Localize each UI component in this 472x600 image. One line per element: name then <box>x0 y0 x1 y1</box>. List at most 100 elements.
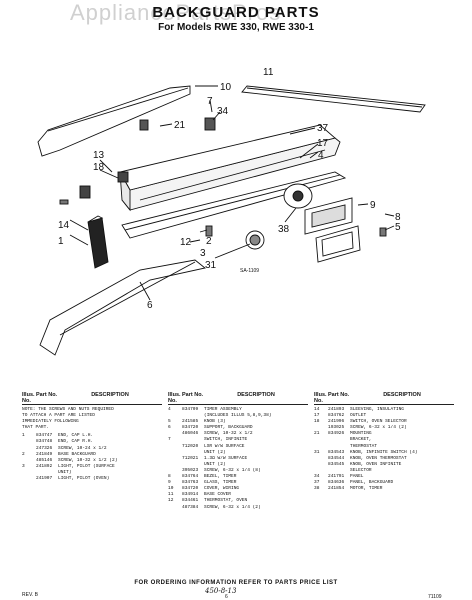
cell-part: 834762 <box>328 413 345 419</box>
cell-illus: 2 <box>22 451 25 457</box>
cell-description: KNOB, OVEN THERMOSTAT <box>350 455 407 461</box>
table-row: 834544 KNOB, OVEN THERMOSTAT <box>314 456 454 462</box>
cell-part: 241996 <box>328 419 345 425</box>
callout-34: 34 <box>217 106 229 117</box>
cell-description: SCREW, 10-32 x 1/2 (2) <box>58 457 118 463</box>
header-rule <box>314 404 454 405</box>
cell-description: OUTLET <box>350 413 367 419</box>
header-part: Part No. <box>182 392 204 398</box>
cell-part: 834720 <box>182 486 199 492</box>
cell-illus: 34 <box>314 474 320 480</box>
cell-part: 241907 <box>36 476 53 482</box>
cell-part: 241893 <box>328 407 345 412</box>
callout-5: 5 <box>395 222 401 233</box>
cell-part: 834544 <box>328 455 345 461</box>
cell-description: UNIT (2) <box>204 461 226 467</box>
cell-description: GLASS, TIMER <box>204 480 237 486</box>
cell-description: TIMER ASSEMBLY <box>204 407 242 412</box>
cell-description: SCREW, 10-32 x 1/2 <box>204 431 253 437</box>
cell-description: LIGHT, PILOT (SURFACE <box>58 463 115 469</box>
cell-description: SLEEVING, INSULATING <box>350 407 405 412</box>
table-row: THERMOSTAT <box>314 444 454 450</box>
cell-description: KNOB (3) <box>204 419 226 425</box>
cell-part: 834461 <box>182 498 199 504</box>
cell-part: 834636 <box>328 480 345 486</box>
callout-10: 10 <box>220 82 232 93</box>
page-title: BACKGUARD PARTS <box>152 4 320 21</box>
cell-part: 834914 <box>182 492 199 498</box>
cell-description: PANEL, BACKGUARD <box>350 480 394 486</box>
cell-part: 241892 <box>36 463 53 469</box>
cell-description: BEZEL, TIMER <box>204 474 237 480</box>
cell-description: UNIT (2) <box>204 449 226 455</box>
callout-13: 13 <box>93 150 105 161</box>
page-subtitle: For Models RWE 330, RWE 330-1 <box>158 22 314 33</box>
cell-part: 834709 <box>182 407 199 412</box>
cell-description: SWITCH, INFINITE <box>204 437 248 443</box>
cell-part: 241791 <box>328 474 345 480</box>
header-rule <box>22 404 162 405</box>
table-row: BRACKET, <box>314 437 454 443</box>
table-row: UNIT (2) <box>168 462 308 468</box>
cell-description: (INCLUDES ILLUS 5,8,9,38) <box>204 413 272 419</box>
ordering-footnote: FOR ORDERING INFORMATION REFER TO PARTS … <box>134 580 338 586</box>
cell-description: BASE COVER <box>204 492 232 498</box>
cell-part: 834720 <box>182 425 199 431</box>
cell-description: SELECTOR <box>350 467 372 473</box>
cell-description: THERMOSTAT <box>350 443 378 449</box>
note-line: NOTE: THE SCREWS AND NUTS REQUIRED <box>22 407 114 412</box>
header-description: DESCRIPTION <box>237 392 275 398</box>
cell-description: THERMOSTAT, OVEN <box>204 498 248 504</box>
cell-description: SUPPORT, BACKGUARD <box>204 425 253 431</box>
cell-description: SCREW, 6-32 x 1/4 (8) <box>204 467 261 473</box>
cell-description: COVER, WIRING <box>204 486 240 492</box>
header-rule <box>168 404 308 405</box>
callout-38: 38 <box>278 224 290 235</box>
cell-description: END, CAP L.H. <box>58 433 94 439</box>
handwritten-note: 450-8-13 <box>205 587 237 595</box>
cell-description: SCREW, 10-24 x 1/2 <box>58 445 107 451</box>
cell-illus: 17 <box>314 413 320 419</box>
cell-illus: 10 <box>168 486 174 492</box>
callout-37: 37 <box>317 123 329 134</box>
cell-description: SCREW, 6-32 x 1/4 (2) <box>204 504 261 510</box>
note-line: IMMEDIATELY FOLLOWING <box>22 419 79 425</box>
cell-description: KNOB, INFINITE SWITCH (4) <box>350 449 418 455</box>
cell-description: MOUNTING <box>350 431 372 437</box>
cell-description: BASE BACKGUARD <box>58 451 96 457</box>
cell-description: BRACKET, <box>350 437 372 443</box>
header-illus: Illus. No. <box>168 392 181 404</box>
cell-illus: 3 <box>22 463 25 469</box>
table-row: 487384 SCREW, 6-32 x 1/4 (2) <box>168 505 308 511</box>
cell-part: 487384 <box>182 504 199 510</box>
table-row: 3 241892 LIGHT, PILOT (SURFACE <box>22 464 162 470</box>
cell-illus: 11 <box>168 492 174 498</box>
cell-description: SWITCH, OVEN SELECTOR <box>350 419 407 425</box>
cell-illus: 5 <box>168 419 171 425</box>
callout-17: 17 <box>317 138 329 149</box>
cell-description: 1.3Ω W/W SURFACE <box>204 455 248 461</box>
cell-illus: 21 <box>314 431 320 437</box>
cell-illus <box>168 505 182 511</box>
callout-labels: 11 10 7 34 21 37 17 4 13 18 12 2 3 31 38… <box>58 67 401 311</box>
document-code: 71109 <box>428 594 442 600</box>
exploded-parts-diagram: 11 10 7 34 21 37 17 4 13 18 12 2 3 31 38… <box>37 67 426 356</box>
